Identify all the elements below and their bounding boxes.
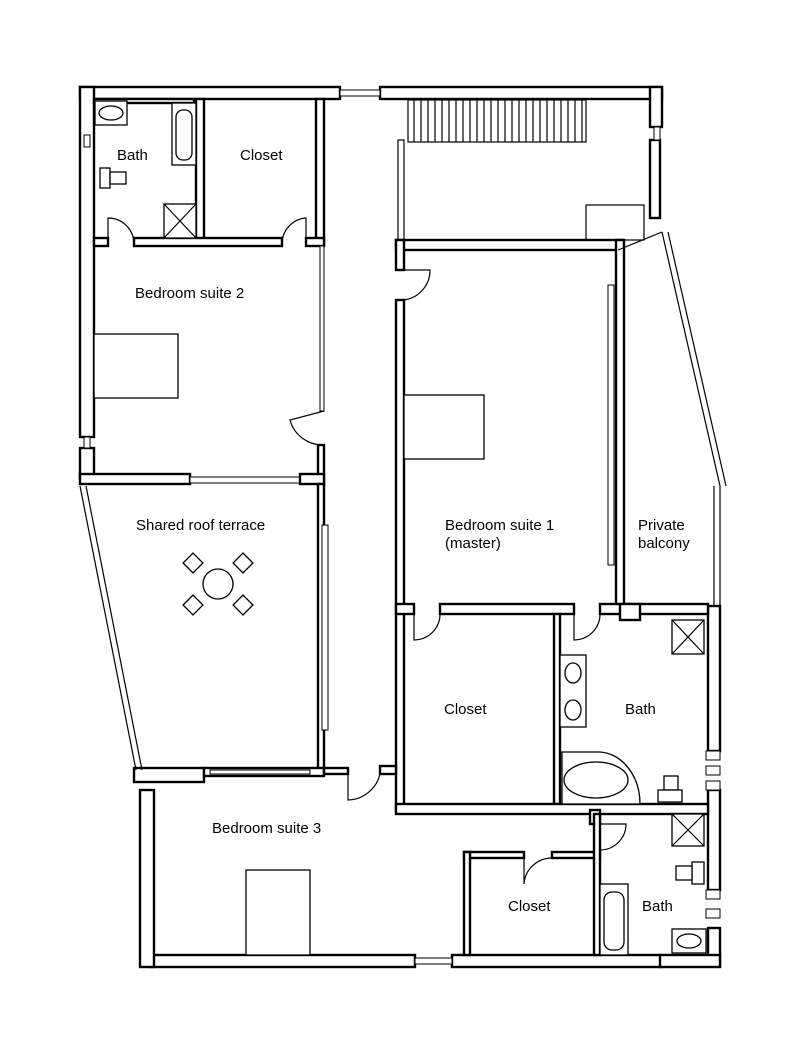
doors[interactable] bbox=[107, 217, 627, 885]
label-private-balcony-2: balcony bbox=[638, 535, 690, 552]
label-bedroom-suite-1-master: (master) bbox=[445, 535, 501, 552]
room-labels: Bath Closet Bedroom suite 2 Shared roof … bbox=[117, 147, 690, 915]
label-closet-south: Closet bbox=[508, 898, 551, 915]
staircase bbox=[407, 99, 587, 143]
label-shared-roof-terrace: Shared roof terrace bbox=[136, 517, 265, 534]
label-bedroom-suite-2: Bedroom suite 2 bbox=[135, 285, 244, 302]
label-bedroom-suite-1: Bedroom suite 1 bbox=[445, 517, 554, 534]
label-private-balcony-1: Private bbox=[638, 517, 685, 534]
diagonal-walls bbox=[79, 231, 727, 771]
exterior-walls bbox=[78, 85, 722, 969]
label-bath-nw: Bath bbox=[117, 147, 148, 164]
interior-walls bbox=[78, 97, 710, 957]
label-bedroom-suite-3: Bedroom suite 3 bbox=[212, 820, 321, 837]
fixtures bbox=[93, 100, 707, 956]
label-bath-se: Bath bbox=[642, 898, 673, 915]
terrace-furniture bbox=[182, 552, 254, 616]
label-closet-master: Closet bbox=[444, 701, 487, 718]
windows bbox=[83, 126, 721, 919]
label-bath-master: Bath bbox=[625, 701, 656, 718]
label-closet-north: Closet bbox=[240, 147, 283, 164]
